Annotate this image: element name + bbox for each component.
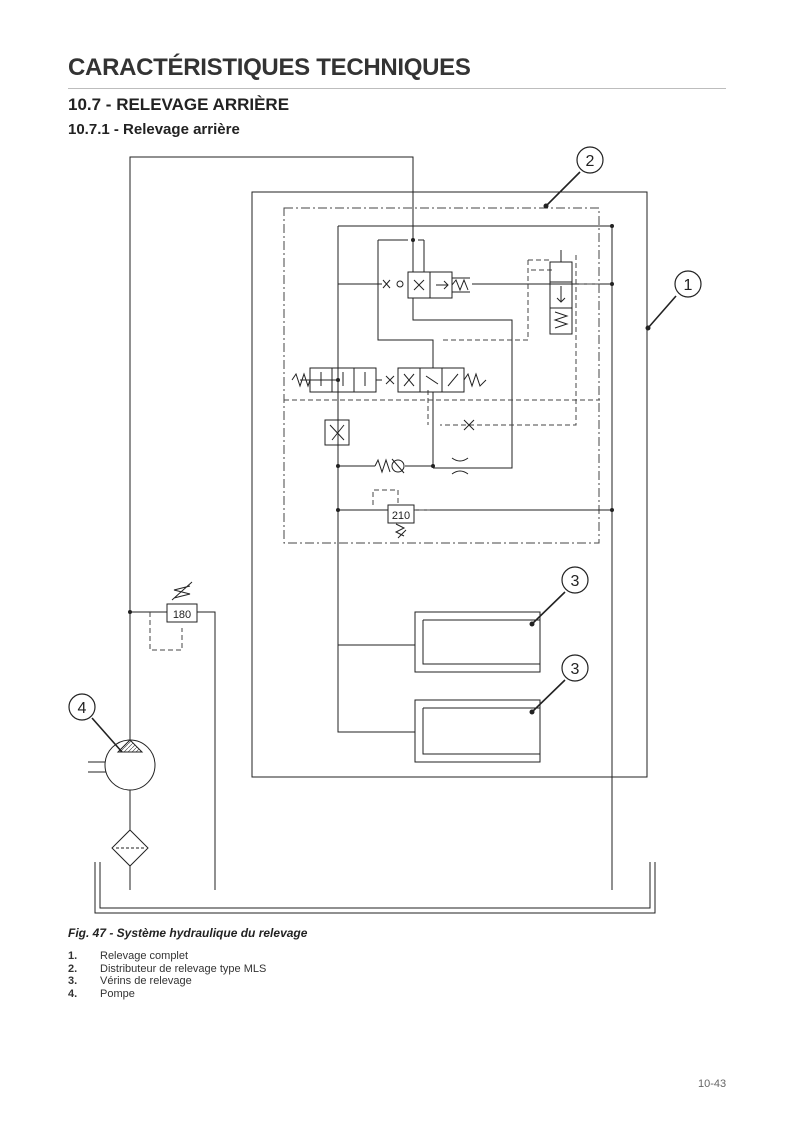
relief-valve-vertical — [549, 250, 573, 335]
callout-3-bottom-label: 3 — [571, 661, 580, 678]
subsection-title: 10.7.1 - Relevage arrière — [68, 121, 240, 138]
legend-item-number: 1. — [68, 950, 78, 962]
control-valve-left — [291, 367, 382, 393]
callout-3-bottom: 3 — [529, 654, 589, 715]
legend-item-text: Pompe — [100, 987, 135, 1000]
callout-1: 1 — [645, 270, 702, 331]
solenoid-valve — [382, 271, 470, 299]
title-divider — [68, 88, 726, 89]
callout-3-top: 3 — [529, 566, 589, 627]
figure-caption: Fig. 47 - Système hydraulique du relevag… — [68, 926, 308, 940]
lift-cylinder-bottom — [414, 699, 541, 763]
legend-item-text: Distributeur de relevage type MLS — [100, 962, 267, 975]
flow-regulator — [324, 419, 350, 446]
page-title: CARACTÉRISTIQUES TECHNIQUES — [68, 54, 471, 81]
junction-dots — [128, 224, 614, 614]
callout-4: 4 — [68, 693, 123, 753]
relief-valve-180: 180 — [166, 581, 198, 623]
callout-3-top-label: 3 — [571, 573, 580, 590]
legend-item-number: 3. — [68, 975, 78, 987]
callout-2: 2 — [543, 146, 604, 209]
legend-list: 1. Relevage complet 2. Distributeur de rel… — [68, 950, 266, 1000]
callout-2-label: 2 — [586, 153, 595, 170]
check-valve — [374, 458, 405, 474]
legend-item-text: Relevage complet — [100, 950, 189, 962]
callout-1-label: 1 — [684, 277, 693, 294]
pump — [104, 739, 156, 791]
legend-item: 1. Relevage complet — [68, 950, 266, 963]
filter — [111, 829, 149, 867]
control-valve-right — [385, 367, 487, 393]
relief-valve-210: 210 — [387, 504, 415, 539]
restrictors — [451, 419, 475, 475]
mls-distributor — [283, 207, 600, 544]
pilot-lines — [149, 255, 600, 651]
page-number: 10-43 — [698, 1078, 727, 1090]
relief-valve-180-label: 180 — [173, 609, 191, 621]
complete-lift-assembly — [251, 191, 648, 778]
legend-item-text: Vérins de relevage — [100, 975, 192, 987]
legend-item: 2. Distributeur de relevage type MLS — [68, 963, 266, 976]
legend-item-number: 2. — [68, 962, 78, 975]
hydraulic-lines — [88, 156, 613, 890]
lift-cylinder-top — [414, 611, 541, 673]
relief-valve-210-label: 210 — [392, 510, 410, 522]
legend-item-number: 4. — [68, 987, 78, 1000]
legend-item: 4. Pompe — [68, 988, 266, 1001]
tank — [94, 862, 656, 914]
legend-item: 3. Vérins de relevage — [68, 975, 266, 988]
callout-4-label: 4 — [78, 700, 87, 717]
section-title: 10.7 - RELEVAGE ARRIÈRE — [68, 95, 290, 114]
